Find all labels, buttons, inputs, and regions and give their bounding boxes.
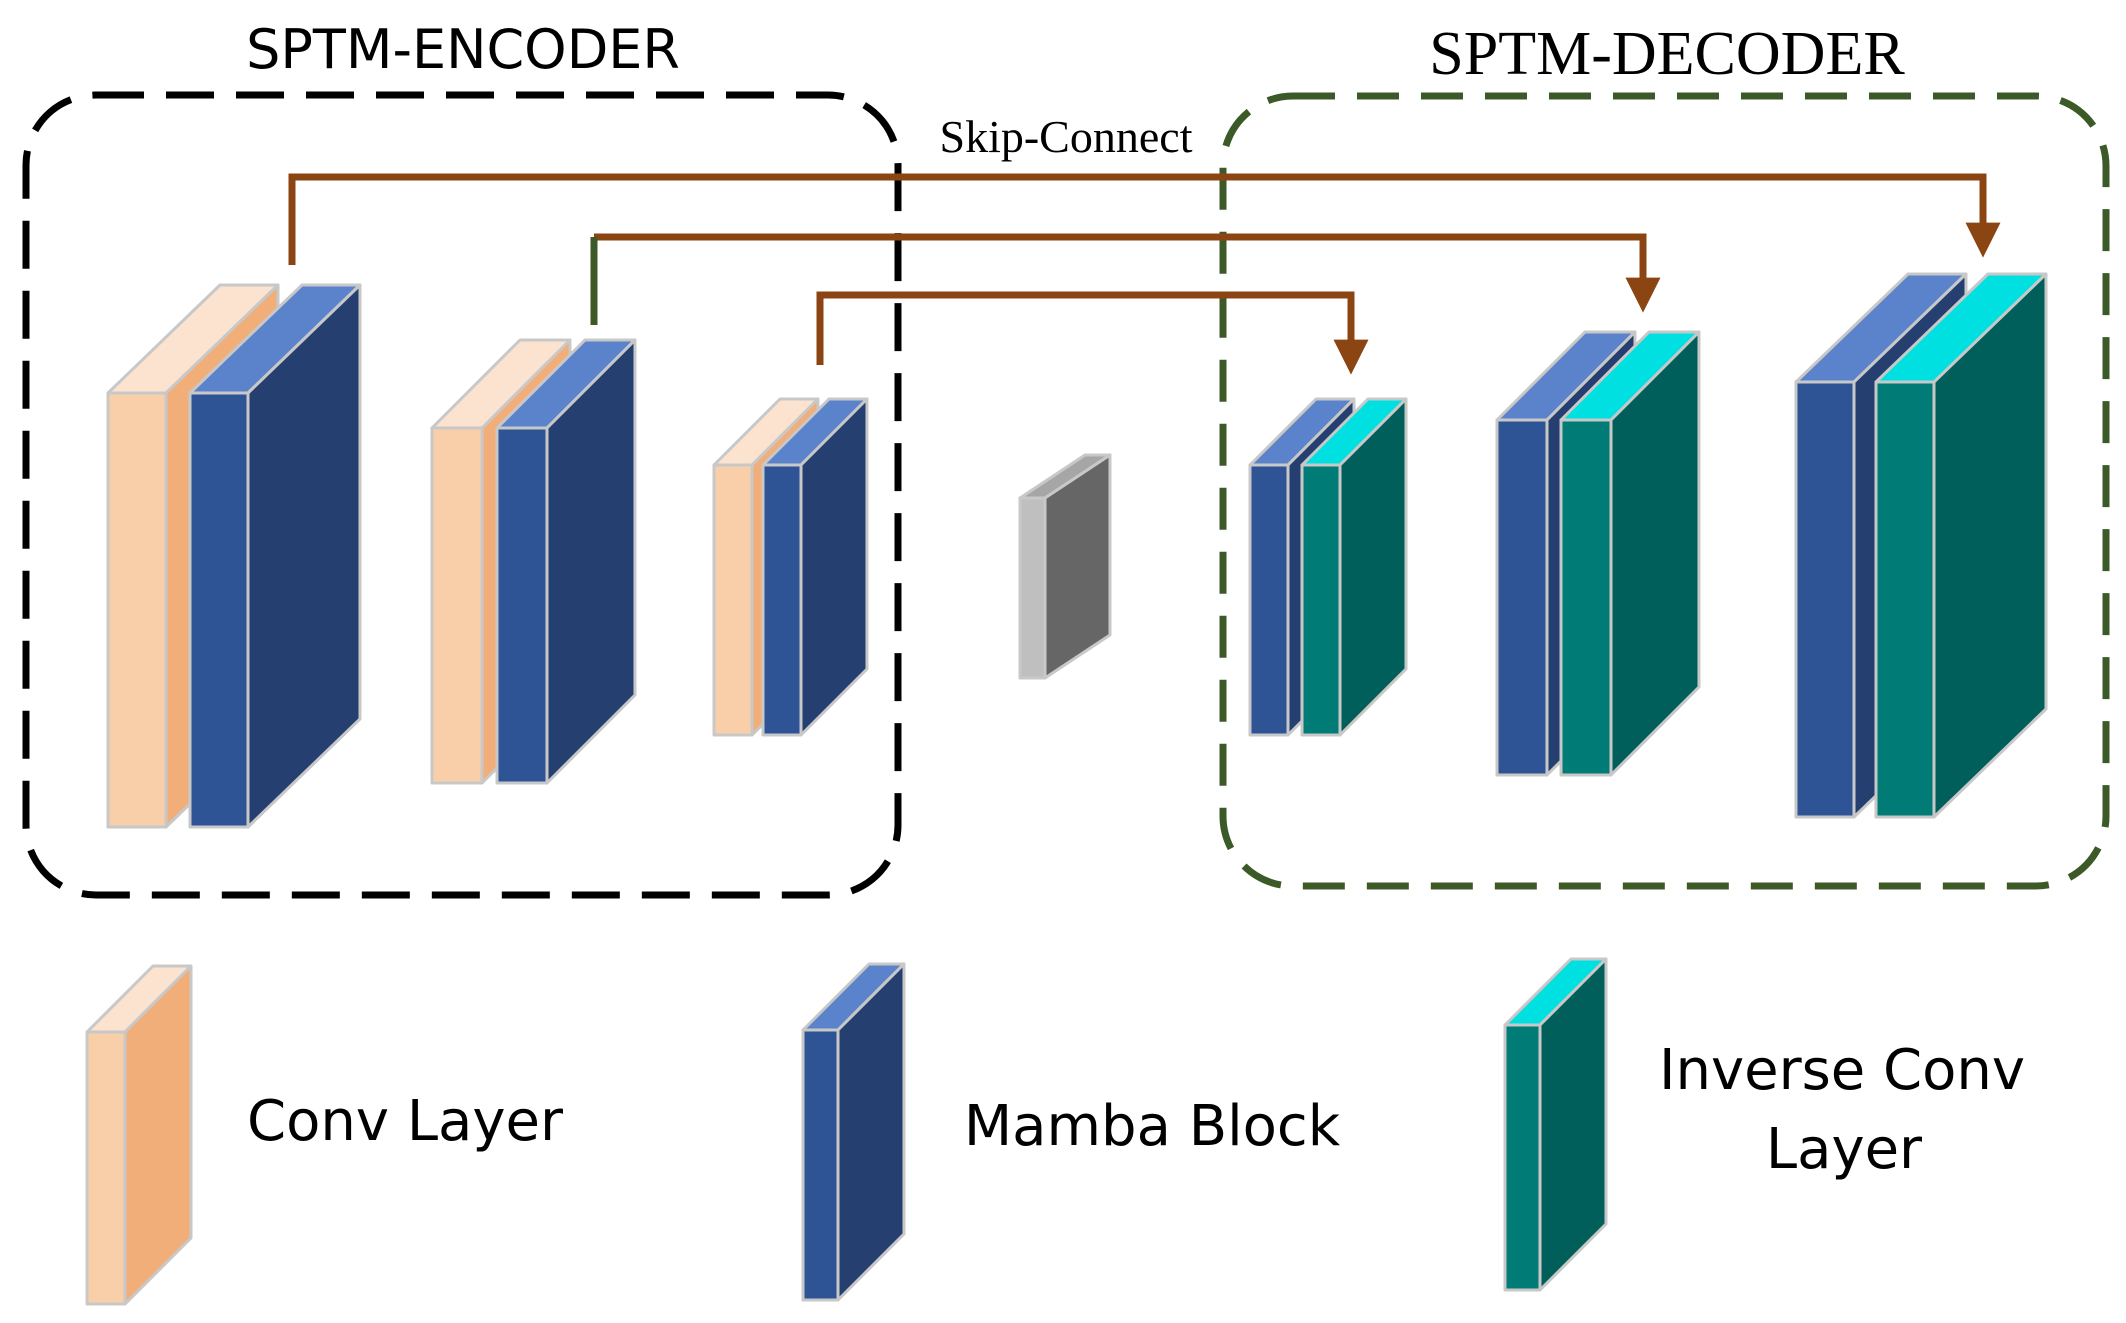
decoder-inverse-conv-block-2-front xyxy=(1559,418,1613,777)
legend-inverse-conv-swatch-front xyxy=(1503,1023,1542,1292)
legend-inverse-label-line1: Inverse Conv xyxy=(1659,1038,2025,1103)
encoder-mamba-block-3-front xyxy=(761,463,803,737)
legend-mamba-swatch xyxy=(801,962,906,1302)
legend-mamba-label: Mamba Block xyxy=(964,1094,1341,1159)
decoder-inverse-conv-block-2 xyxy=(1559,330,1701,777)
decoder-inverse-conv-block-1-front xyxy=(1300,463,1342,737)
decoder-frame xyxy=(1219,92,2110,890)
legend-conv-swatch xyxy=(85,964,193,1306)
skip-arrow-1 xyxy=(288,173,2001,265)
encoder-frame xyxy=(22,91,902,899)
encoder-conv-block-2-front xyxy=(430,426,484,785)
decoder-inverse-conv-block-3 xyxy=(1874,272,2048,819)
encoder-mamba-block-3 xyxy=(761,397,869,737)
legend-inverse-conv-swatch xyxy=(1503,957,1608,1292)
decoder-title: SPTM-DECODER xyxy=(1429,20,1905,88)
decoder-mamba-block-1-front xyxy=(1248,463,1290,737)
encoder-mamba-block-2 xyxy=(495,338,637,785)
skip-connections xyxy=(288,173,2001,375)
encoder-conv-block-1-front xyxy=(106,391,168,829)
bottleneck-block xyxy=(1018,453,1112,680)
encoder-title: SPTM-ENCODER xyxy=(246,18,680,81)
skip-connect-label: Skip-Connect xyxy=(940,111,1193,162)
encoder-mamba-block-2-front xyxy=(495,426,549,785)
encoder-mamba-block-1 xyxy=(188,283,362,829)
encoder-mamba-block-1-front xyxy=(188,391,250,829)
decoder-mamba-block-3-front xyxy=(1794,380,1856,819)
legend-mamba-swatch-front xyxy=(801,1028,840,1302)
decoder-inverse-conv-block-1 xyxy=(1300,397,1408,737)
legend-conv-swatch-front xyxy=(85,1030,127,1306)
legend-inverse-label-line2: Layer xyxy=(1766,1117,1923,1182)
skip-arrow-3 xyxy=(816,291,1369,375)
legend-conv-label: Conv Layer xyxy=(247,1089,564,1154)
skip-arrow-2 xyxy=(594,233,1661,313)
decoder-mamba-block-2-front xyxy=(1495,418,1549,777)
bottleneck-block-front xyxy=(1018,496,1047,680)
layer-blocks xyxy=(85,272,2048,1306)
decoder-inverse-conv-block-3-front xyxy=(1874,380,1936,819)
encoder-conv-block-3-front xyxy=(712,463,754,737)
